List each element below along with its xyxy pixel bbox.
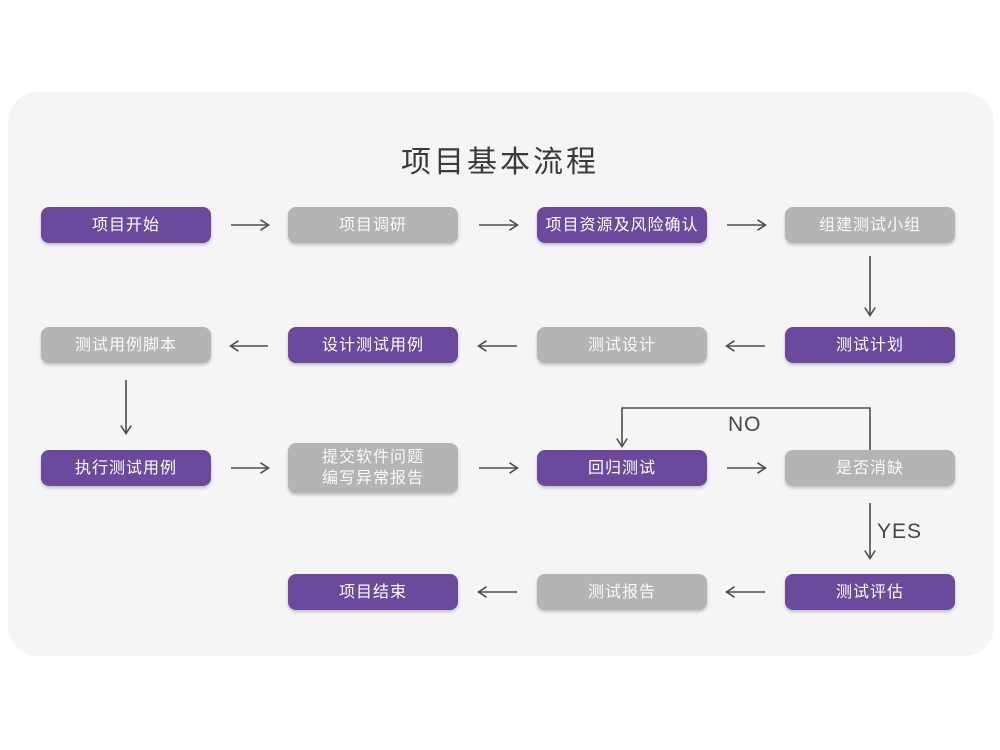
flowchart-card (8, 92, 994, 656)
node-test-design: 测试设计 (537, 327, 707, 363)
node-build-test-team: 组建测试小组 (785, 207, 955, 243)
branch-label-no: NO (728, 413, 762, 436)
node-project-start: 项目开始 (41, 207, 211, 243)
node-resources-risk-confirm: 项目资源及风险确认 (537, 207, 707, 243)
node-test-evaluation: 测试评估 (785, 574, 955, 610)
node-project-end: 项目结束 (288, 574, 458, 610)
node-design-test-cases: 设计测试用例 (288, 327, 458, 363)
node-submit-issue-report: 提交软件问题 编写异常报告 (288, 443, 458, 493)
node-defect-cleared: 是否消缺 (785, 450, 955, 486)
node-test-report: 测试报告 (537, 574, 707, 610)
node-execute-test-cases: 执行测试用例 (41, 450, 211, 486)
node-test-plan: 测试计划 (785, 327, 955, 363)
node-project-research: 项目调研 (288, 207, 458, 243)
node-regression-test: 回归测试 (537, 450, 707, 486)
node-test-case-script: 测试用例脚本 (41, 327, 211, 363)
page-title: 项目基本流程 (401, 146, 599, 179)
branch-label-yes: YES (877, 520, 923, 543)
